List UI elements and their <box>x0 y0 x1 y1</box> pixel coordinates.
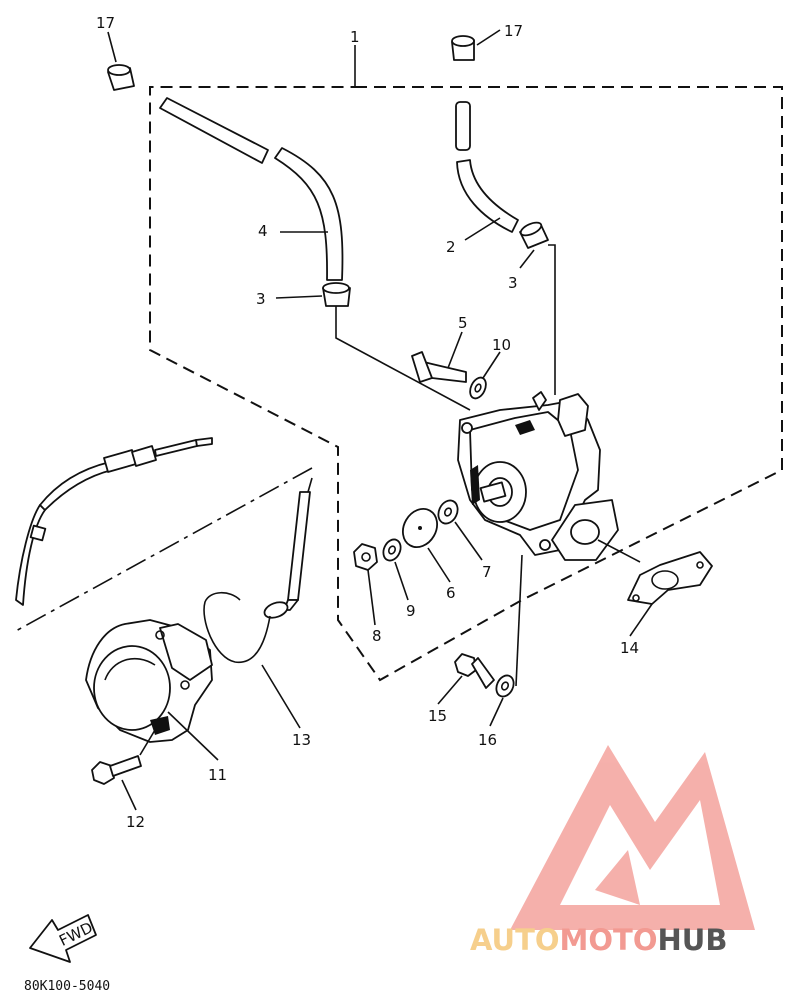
collar-part-3-left <box>322 282 351 307</box>
leader-part-6 <box>427 547 451 583</box>
label-part-4: 4 <box>258 222 268 240</box>
alignment-line-dashdot <box>13 467 313 633</box>
label-part-1: 1 <box>350 28 360 46</box>
label-part-8: 8 <box>372 627 382 645</box>
label-part-17-left: 17 <box>96 14 115 32</box>
oil-pump-assembly <box>457 391 619 561</box>
leader-part-17-left <box>107 31 117 63</box>
collar-part-17-right <box>451 35 475 61</box>
leader-part-16 <box>489 697 504 727</box>
hose-part-4 <box>159 97 344 281</box>
plate-part-6 <box>402 508 438 548</box>
bolt-part-15 <box>454 653 495 689</box>
assembly-boundary-dashed <box>149 86 783 682</box>
hose-route-left <box>335 306 471 411</box>
leader-part-5 <box>447 331 463 369</box>
cover-part-11 <box>85 619 213 743</box>
washer-part-9 <box>382 538 402 562</box>
label-part-5: 5 <box>458 314 468 332</box>
leader-part-15 <box>437 675 463 705</box>
watermark-logo-fold <box>595 850 640 905</box>
washer-part-16 <box>495 674 515 698</box>
leader-part-3-left <box>275 295 323 299</box>
cable-part-13 <box>203 477 313 663</box>
watermark-text: AUTOMOTOHUB <box>470 923 727 957</box>
label-part-16: 16 <box>478 731 497 749</box>
label-part-15: 15 <box>428 707 447 725</box>
bolt-part-12 <box>91 755 142 785</box>
leader-part-9 <box>394 561 409 601</box>
leader-part-10 <box>482 351 501 379</box>
drawing-code: 80K100-5040 <box>24 979 110 994</box>
cable-upper-left <box>15 437 213 606</box>
nut-part-8 <box>353 543 378 571</box>
leader-pump-to-14 <box>597 539 641 563</box>
label-part-6: 6 <box>446 584 456 602</box>
label-part-7: 7 <box>482 563 492 581</box>
leader-part-3-right <box>519 249 535 269</box>
label-part-13: 13 <box>292 731 311 749</box>
leader-part-7 <box>454 521 483 561</box>
forward-direction-arrow <box>29 914 97 963</box>
leader-part-17-right <box>476 29 501 46</box>
label-part-17-right: 17 <box>504 22 523 40</box>
leader-part-14 <box>629 603 653 637</box>
label-part-3-left: 3 <box>256 290 266 308</box>
watermark-logo-inner <box>560 800 720 905</box>
gasket-part-14 <box>627 551 713 605</box>
hose-part-2 <box>455 101 519 233</box>
hose-route-right <box>548 244 556 395</box>
leader-pump-to-16 <box>515 554 523 687</box>
label-part-2: 2 <box>446 238 456 256</box>
watermark-text-moto: MOTO <box>560 923 658 957</box>
washer-part-7 <box>437 499 459 525</box>
washer-part-10 <box>469 376 487 400</box>
collar-part-17-left <box>107 64 135 91</box>
watermark-logo <box>510 745 755 930</box>
label-part-14: 14 <box>620 639 639 657</box>
leader-part-8 <box>367 569 376 626</box>
label-part-10: 10 <box>492 336 511 354</box>
label-part-3-right: 3 <box>508 274 518 292</box>
leader-part-13 <box>261 664 301 729</box>
leader-part-2 <box>464 217 501 241</box>
bolt-part-5 <box>411 351 467 383</box>
leader-cover-bolt-axis <box>139 729 156 756</box>
label-part-9: 9 <box>406 602 416 620</box>
label-part-12: 12 <box>126 813 145 831</box>
watermark-text-auto: AUTO <box>470 923 560 957</box>
watermark-text-hub: HUB <box>658 923 728 957</box>
leader-part-12 <box>121 779 137 811</box>
label-part-11: 11 <box>208 766 227 784</box>
collar-part-3-right <box>519 221 549 249</box>
leader-part-11 <box>167 711 219 761</box>
